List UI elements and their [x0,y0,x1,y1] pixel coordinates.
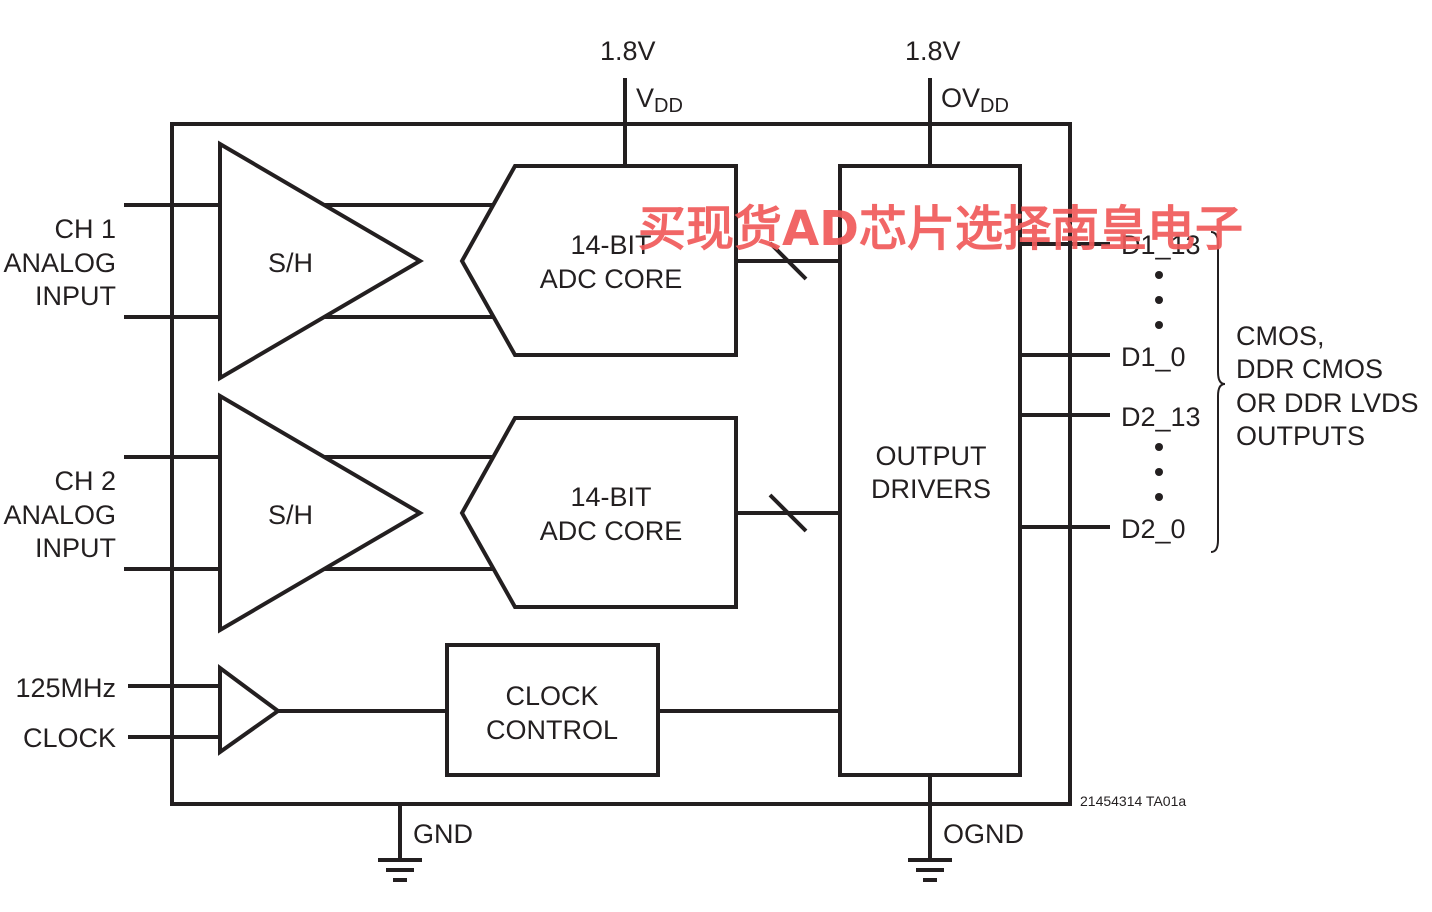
vdd-label: VDD [636,83,683,117]
ch1-label-line2: ANALOG [3,248,116,278]
output-desc-line1: CMOS, [1236,321,1325,351]
ovdd-label: OVDD [941,83,1009,117]
ch1-label-line3: INPUT [35,281,116,311]
adc2-label-line2: ADC CORE [540,516,683,546]
sh2-label: S/H [268,500,313,530]
output-desc-line4: OUTPUTS [1236,421,1365,451]
pin-d1-0-label: D1_0 [1121,342,1186,372]
output-description: CMOS, DDR CMOS OR DDR LVDS OUTPUTS [1236,321,1419,451]
figure-id: 21454314 TA01a [1080,793,1186,809]
ovdd-pin: 1.8V OVDD [905,36,1009,165]
clock-buffer [218,664,447,756]
clock-label: CLOCK [23,723,116,753]
watermark-text: 买现货AD芯片选择南皇电子 [638,201,1243,257]
output-desc-line2: DDR CMOS [1236,354,1383,384]
output-drivers-label-line2: DRIVERS [871,474,991,504]
pin-d1-13-label: D1_13 [1121,230,1201,260]
adc1-bus [736,241,840,281]
gnd-pin: GND [378,804,473,882]
ellipsis-dot [1155,271,1163,279]
ognd-pin: OGND [908,775,1024,882]
clock-input: 125MHz CLOCK [15,673,220,753]
adc1-label-line1: 14-BIT [570,230,651,260]
ellipsis-dot [1155,493,1163,501]
ellipsis-dot [1155,321,1163,329]
ellipsis-dot [1155,296,1163,304]
adc-core-1: 14-BIT ADC CORE [459,164,738,357]
output-drivers-label-line1: OUTPUT [876,441,987,471]
ch2-label-line3: INPUT [35,533,116,563]
ch2-label-line2: ANALOG [3,500,116,530]
ognd-label: OGND [943,819,1024,849]
ellipsis-dot [1155,443,1163,451]
clock-control-label-line2: CONTROL [486,715,618,745]
sample-hold-2: S/H [218,392,495,634]
clock-control-block: CLOCK CONTROL [445,643,840,777]
pin-d2-13-label: D2_13 [1121,402,1201,432]
sh1-label: S/H [268,248,313,278]
output-desc-line3: OR DDR LVDS [1236,388,1419,418]
gnd-label: GND [413,819,473,849]
sample-hold-1: S/H [218,140,495,382]
clock-freq-label: 125MHz [15,673,116,703]
ovdd-voltage-label: 1.8V [905,36,961,66]
ellipsis-dot [1155,468,1163,476]
ch1-input: CH 1 ANALOG INPUT [3,203,220,319]
output-brace [1210,231,1226,553]
ch2-label-line1: CH 2 [54,466,116,496]
pin-d2-0-label: D2_0 [1121,514,1186,544]
ch1-label-line1: CH 1 [54,214,116,244]
vdd-pin: 1.8V VDD [600,36,683,165]
adc2-bus [736,493,840,533]
adc1-label-line2: ADC CORE [540,264,683,294]
vdd-voltage-label: 1.8V [600,36,656,66]
adc-core-2: 14-BIT ADC CORE [459,416,738,609]
output-pins: D1_13 D1_0 D2_13 D2_0 [1020,230,1201,544]
clock-control-label-line1: CLOCK [505,681,598,711]
adc2-label-line1: 14-BIT [570,482,651,512]
chip-outline [170,122,1072,806]
ch2-input: CH 2 ANALOG INPUT [3,455,220,571]
output-drivers-block: OUTPUT DRIVERS [838,164,1022,777]
